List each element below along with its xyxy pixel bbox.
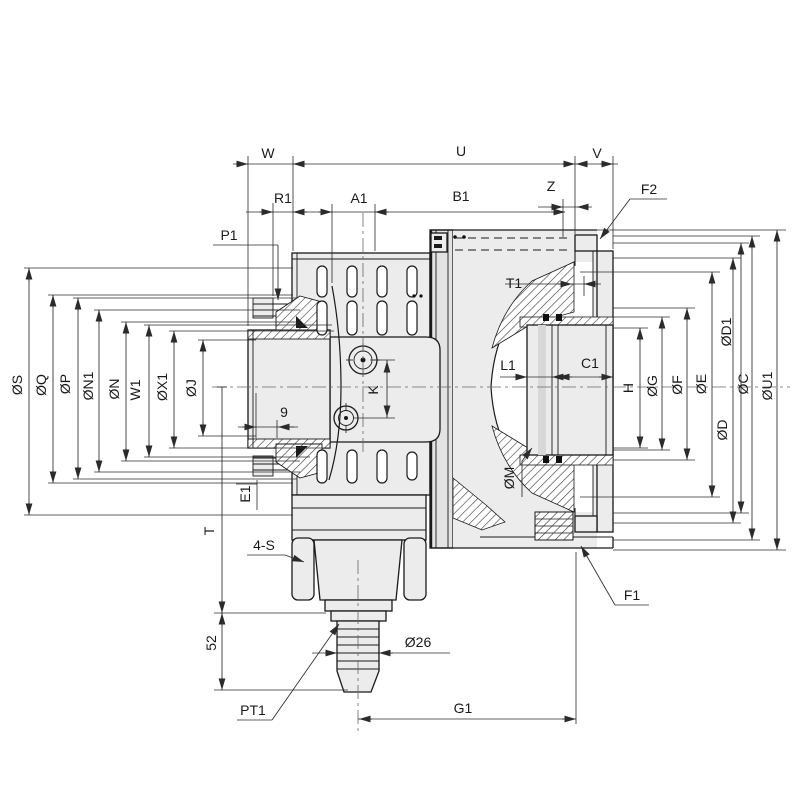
dim-label-C1: C1 <box>581 355 599 371</box>
nine-dimension <box>238 393 298 438</box>
dim-label-phi26: Ø26 <box>405 634 432 650</box>
dim-label-phiN: ØN <box>106 379 122 400</box>
top-dimension-lines <box>233 156 618 326</box>
dim-label-F2: F2 <box>641 181 658 197</box>
dim-label-nine: 9 <box>280 404 288 420</box>
dim-label-phiC: ØC <box>735 374 751 395</box>
bottom-threaded-nipple <box>336 620 380 693</box>
dim-label-phiQ: ØQ <box>33 374 49 396</box>
dim-label-phiP: ØP <box>57 374 73 394</box>
dim-label-P1: P1 <box>220 227 237 243</box>
f1-threaded-port <box>534 511 574 541</box>
t-and-52-dimensions <box>214 386 348 691</box>
dim-label-R1: R1 <box>274 190 292 206</box>
bell-section-hatch <box>452 261 614 531</box>
dim-label-T1: T1 <box>506 275 523 291</box>
pump-body <box>247 229 614 693</box>
seal-stack-top <box>252 295 323 331</box>
dim-label-n52: 52 <box>203 635 219 651</box>
dim-label-A1: A1 <box>350 190 367 206</box>
dim-label-phiF: ØF <box>669 375 685 394</box>
g1-dimension <box>358 552 577 724</box>
dim-label-phiD1: ØD1 <box>718 317 734 346</box>
dim-label-F1: F1 <box>624 587 641 603</box>
dimension-graphics <box>24 156 786 724</box>
t1-dimension <box>505 276 601 296</box>
front-mounting-plate <box>329 336 441 443</box>
side-port <box>526 314 614 463</box>
e1-dimension <box>236 480 258 510</box>
dim-label-E1: E1 <box>237 485 253 502</box>
dim-label-Z: Z <box>547 178 556 194</box>
dim-label-phiS: ØS <box>9 375 25 395</box>
dim-label-V: V <box>592 145 602 161</box>
dim-label-phiD: ØD <box>714 420 730 441</box>
dim-label-W1: W1 <box>127 379 143 400</box>
dim-label-K: K <box>365 385 381 395</box>
dim-label-T: T <box>201 526 217 535</box>
dim-label-G1: G1 <box>454 700 473 716</box>
dim-label-W: W <box>261 145 275 161</box>
leader-lines <box>213 198 667 721</box>
dim-label-L1: L1 <box>500 357 516 373</box>
dim-label-phiJ: ØJ <box>183 379 199 397</box>
dim-label-phiG: ØG <box>644 375 660 397</box>
dim-label-PT1: PT1 <box>240 702 266 718</box>
bottom-bowl <box>291 494 427 622</box>
dim-label-fourS: 4-S <box>253 537 275 553</box>
housing-slots <box>316 235 466 484</box>
dim-label-phiX1: ØX1 <box>154 373 170 401</box>
dim-label-phiN1: ØN1 <box>80 371 96 400</box>
dim-label-phiU1: ØU1 <box>759 371 775 400</box>
top-bolt-detail <box>430 232 448 253</box>
left-dimension-lines <box>24 267 334 516</box>
dim-label-H: H <box>620 383 636 393</box>
centerlines <box>212 213 790 732</box>
dim-label-phiE: ØE <box>693 374 709 394</box>
k-dimension <box>354 359 395 419</box>
right-dimension-lines <box>580 229 786 551</box>
dim-label-U: U <box>456 143 466 159</box>
dim-label-phiM: ØM <box>501 467 517 490</box>
dim-label-B1: B1 <box>452 188 469 204</box>
